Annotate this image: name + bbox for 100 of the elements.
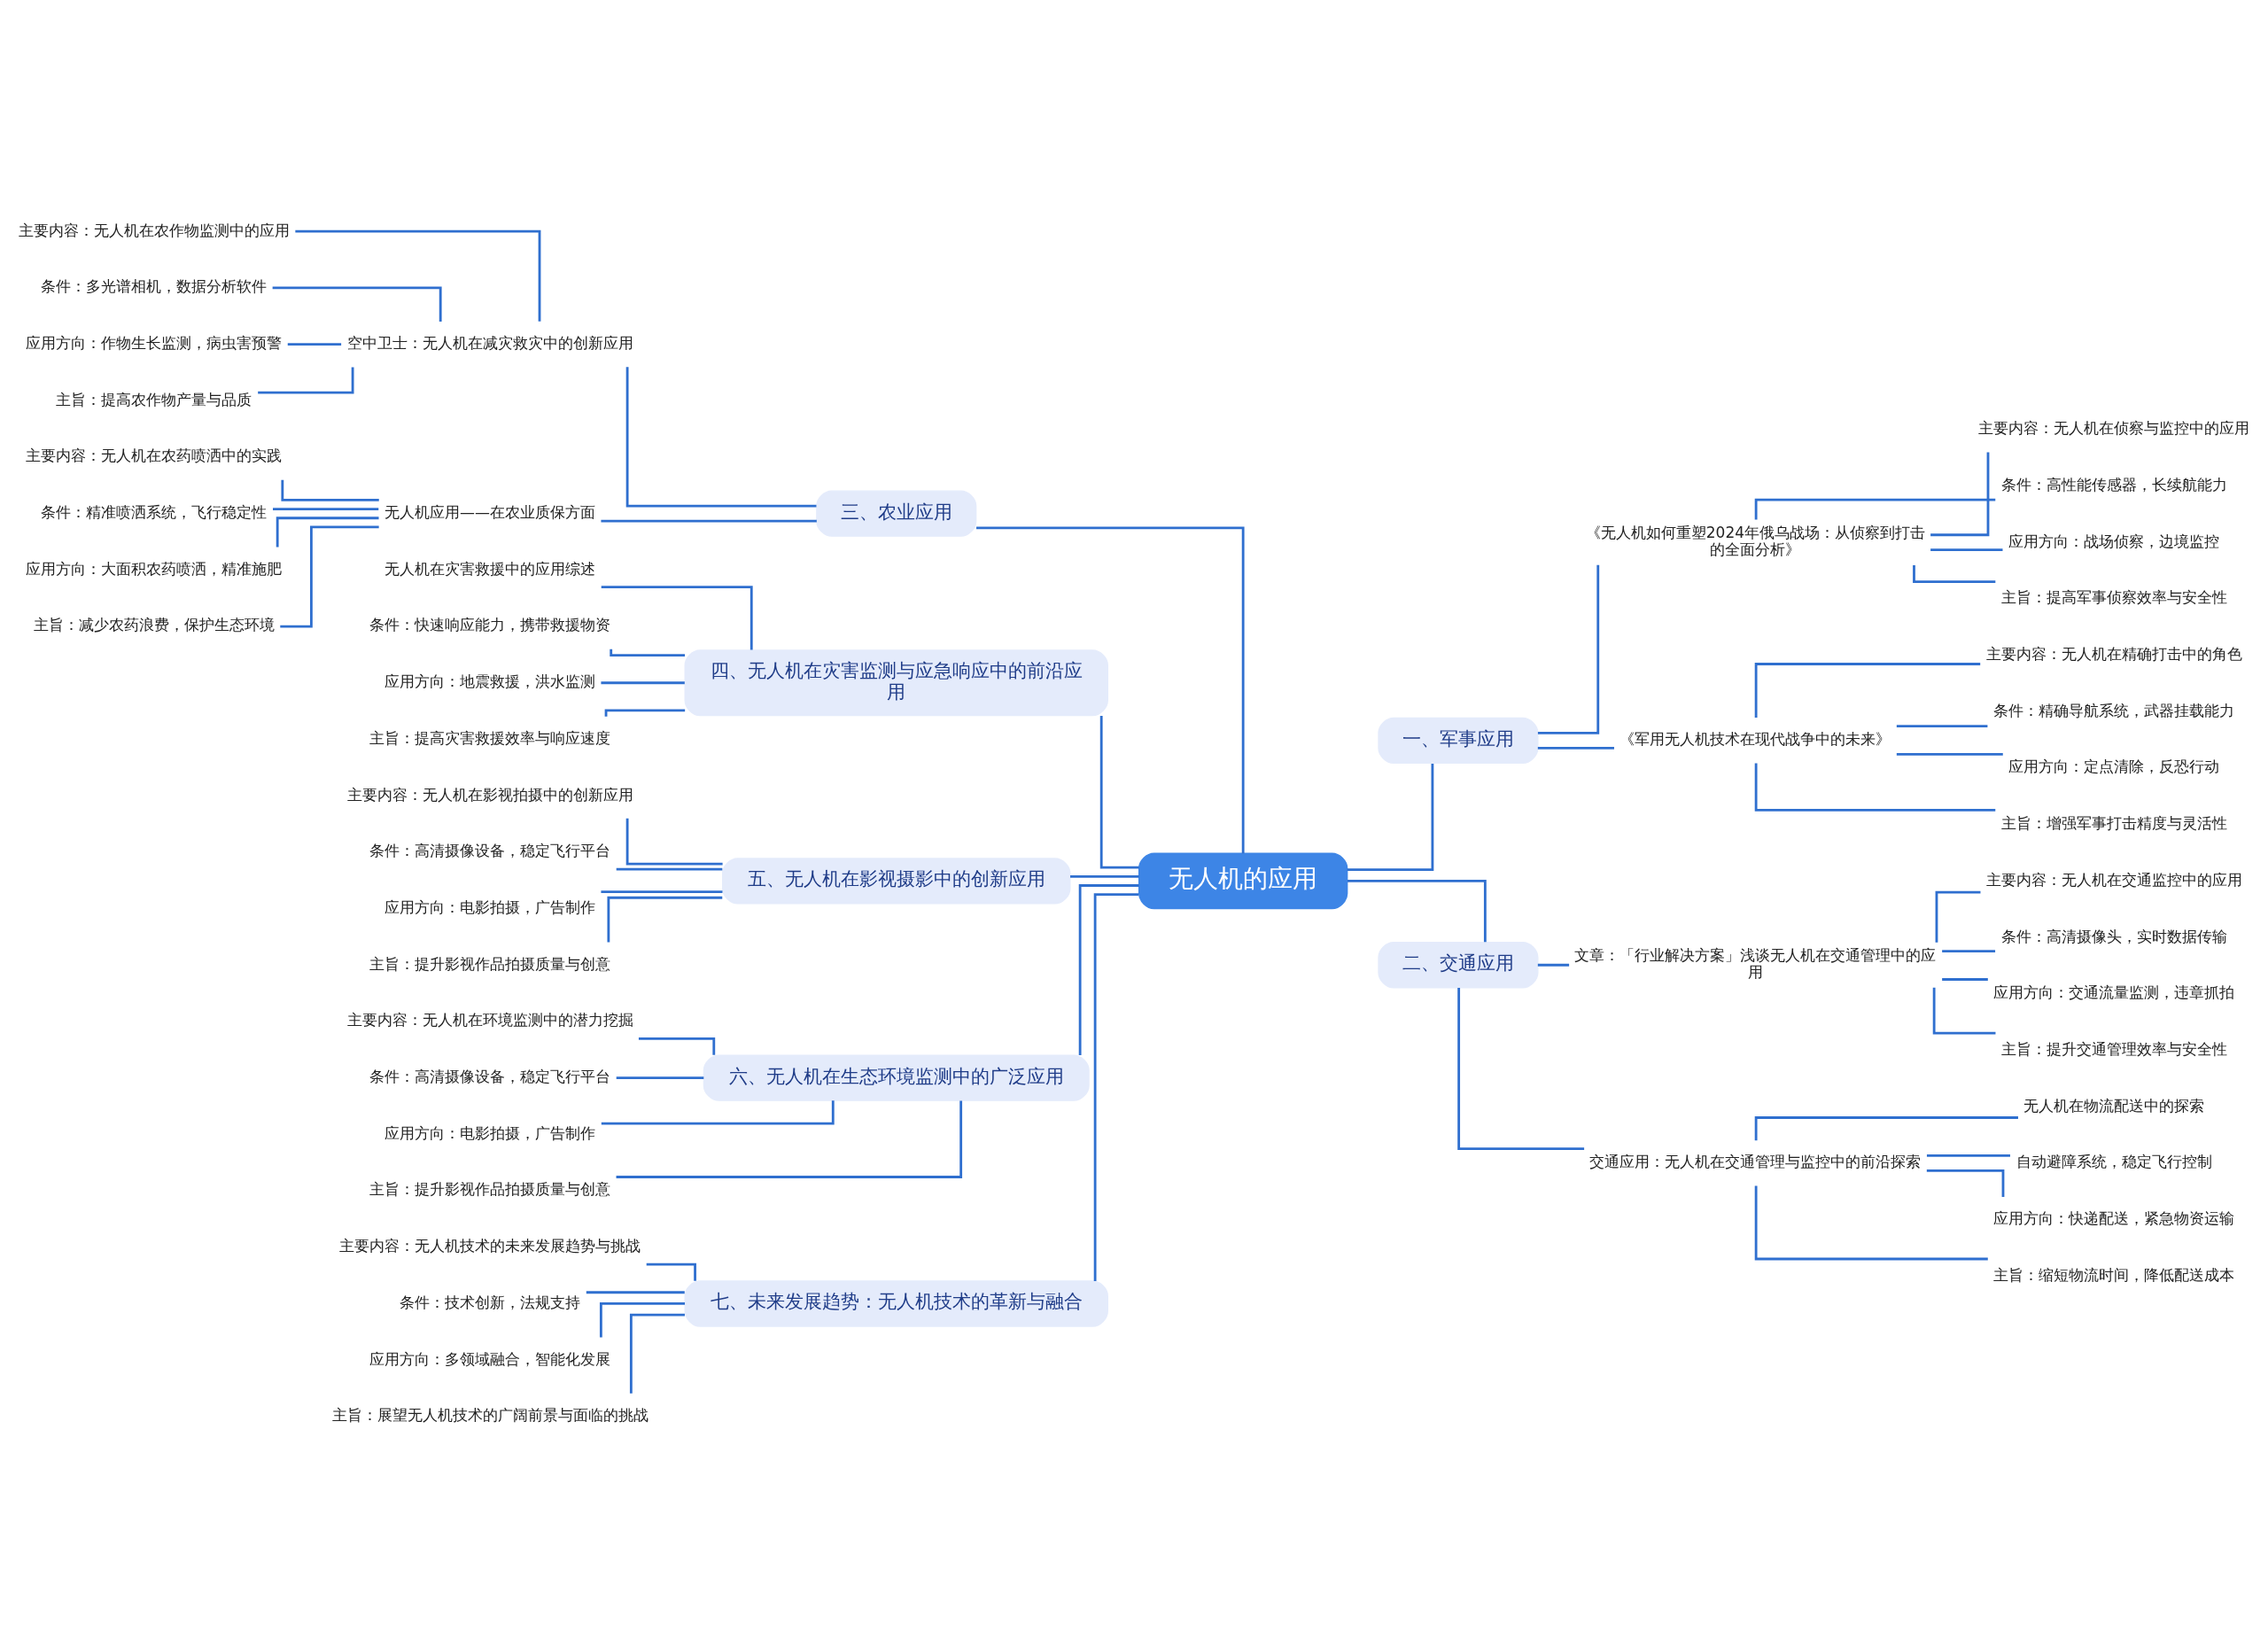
node-box: 七、未来发展趋势：无人机技术的革新与融合 bbox=[684, 1279, 1108, 1327]
node-text: 应用方向：电影拍摄，广告制作 bbox=[384, 897, 596, 916]
node-text: 文章：「行业解决方案」浅谈无人机在交通管理中的应用 bbox=[1574, 945, 1937, 981]
connector bbox=[1093, 892, 1139, 1281]
connector bbox=[1348, 879, 1487, 942]
connector bbox=[638, 1037, 716, 1055]
node-text: 应用方向：电影拍摄，广告制作 bbox=[384, 1123, 596, 1142]
connector bbox=[646, 1262, 696, 1281]
connector bbox=[616, 867, 723, 871]
node-text: 主要内容：无人机在精确打击中的角色 bbox=[1985, 644, 2242, 663]
node-text: 应用方向：定点清除，反恐行动 bbox=[2008, 757, 2220, 775]
node-text: 条件：技术创新，法规支持 bbox=[400, 1293, 581, 1311]
node-text: 无人机在物流配送中的探索 bbox=[2023, 1096, 2205, 1115]
node-text: 应用方向：作物生长监测，病虫害预警 bbox=[26, 333, 283, 352]
connector bbox=[1926, 1154, 2010, 1157]
node-text: 《军用无人机技术在现代战争中的未来》 bbox=[1619, 729, 1891, 748]
connector bbox=[276, 516, 379, 547]
connector bbox=[1932, 987, 1996, 1035]
connector bbox=[616, 1100, 963, 1178]
connector bbox=[1537, 564, 1600, 734]
node-text: 主旨：提高军事侦察效率与安全性 bbox=[2000, 587, 2227, 606]
node-text: 主旨：提升影视作品拍摄质量与创意 bbox=[369, 1179, 611, 1198]
connector bbox=[273, 507, 379, 510]
node-text: 主要内容：无人机在侦察与监控中的应用 bbox=[1978, 418, 2250, 437]
connector bbox=[1537, 963, 1570, 967]
node-text: 条件：高清摄像头，实时数据传输 bbox=[2000, 927, 2227, 944]
node-text: 条件：快速响应能力，携带救援物资 bbox=[369, 615, 611, 633]
node-box: 六、无人机在生态环境监测中的广泛应用 bbox=[703, 1053, 1090, 1101]
connector bbox=[616, 1076, 704, 1079]
connector bbox=[610, 649, 686, 656]
node-text: 应用方向：大面积农药喷洒，精准施肥 bbox=[26, 559, 283, 578]
connector bbox=[1935, 890, 1981, 943]
node-box: 一、军事应用 bbox=[1378, 717, 1539, 764]
node-box: 五、无人机在影视摄影中的创新应用 bbox=[722, 857, 1071, 905]
node-text: 应用方向：多领域融合，智能化发展 bbox=[369, 1349, 611, 1368]
node-text: 空中卫士：无人机在减灾救灾中的创新应用 bbox=[346, 333, 633, 352]
connector bbox=[1942, 977, 1988, 981]
connector bbox=[625, 818, 723, 865]
node-text: 主要内容：无人机在农药喷洒中的实践 bbox=[26, 446, 283, 464]
connector bbox=[1457, 987, 1585, 1150]
node-text: 应用方向：快递配送，紧急物资运输 bbox=[1993, 1208, 2235, 1227]
connector bbox=[295, 229, 541, 322]
node-text: 自动避障系统，稳定飞行控制 bbox=[2016, 1152, 2212, 1170]
connector bbox=[601, 890, 723, 893]
node-text: 无人机应用——在农业质保方面 bbox=[384, 502, 596, 521]
connector bbox=[586, 1290, 685, 1294]
connector bbox=[1926, 1169, 2005, 1197]
connector bbox=[604, 708, 686, 717]
connector bbox=[1754, 763, 1996, 812]
node-text: 条件：高清摄像设备，稳定飞行平台 bbox=[369, 841, 611, 859]
connector bbox=[1896, 752, 2003, 756]
node-text: 条件：精确导航系统，武器挂载能力 bbox=[1993, 701, 2235, 719]
node-text: 条件：多光谱相机，数据分析软件 bbox=[41, 276, 268, 295]
node-text: 主旨：减少农药浪费，保护生态环境 bbox=[33, 615, 275, 633]
connector bbox=[601, 1099, 835, 1124]
connector bbox=[601, 519, 817, 523]
connector bbox=[1913, 564, 1996, 583]
node-text: 交通应用：无人机在交通管理与监控中的前沿探索 bbox=[1589, 1152, 1922, 1170]
connector bbox=[1754, 1185, 1988, 1260]
node-text: 主旨：提升交通管理效率与安全性 bbox=[2000, 1039, 2227, 1058]
node-box: 二、交通应用 bbox=[1378, 941, 1539, 988]
node-box: 无人机的应用 bbox=[1138, 852, 1348, 909]
node-text: 主要内容：无人机在环境监测中的潜力挖掘 bbox=[346, 1010, 633, 1029]
connector bbox=[1754, 662, 1981, 718]
node-text: 主要内容：无人机在农作物监测中的应用 bbox=[18, 221, 290, 239]
connector bbox=[1930, 452, 1990, 536]
connector bbox=[1347, 763, 1434, 871]
node-text: 主旨：展望无人机技术的广阔前景与面临的挑战 bbox=[331, 1405, 649, 1424]
node-text: 条件：高性能传感器，长续航能力 bbox=[2000, 475, 2227, 493]
connector bbox=[258, 367, 354, 393]
connector bbox=[1070, 874, 1139, 878]
connector bbox=[1896, 724, 1988, 727]
node-text: 《无人机如何重塑2024年俄乌战场：从侦察到打击的全面分析》 bbox=[1585, 523, 1926, 558]
node-text: 主要内容：无人机在交通监控中的应用 bbox=[1985, 870, 2242, 889]
node-box: 三、农业应用 bbox=[816, 489, 977, 537]
connector bbox=[629, 1313, 685, 1394]
node-text: 主要内容：无人机技术的未来发展趋势与挑战 bbox=[339, 1236, 641, 1255]
connector bbox=[1537, 746, 1614, 750]
node-text: 主旨：提升影视作品拍摄质量与创意 bbox=[369, 954, 611, 973]
connector bbox=[601, 585, 753, 650]
connector bbox=[272, 285, 442, 322]
node-text: 主旨：提高灾害救援效率与响应速度 bbox=[369, 728, 611, 747]
connector bbox=[287, 342, 342, 346]
connector bbox=[601, 680, 685, 684]
connector bbox=[976, 526, 1245, 853]
node-text: 应用方向：交通流量监测，违章抓拍 bbox=[1993, 983, 2235, 1001]
node-text: 主要内容：无人机在影视拍摄中的创新应用 bbox=[346, 785, 633, 804]
node-text: 条件：高清摄像设备，稳定飞行平台 bbox=[369, 1067, 611, 1085]
node-text: 主旨：提高农作物产量与品质 bbox=[56, 390, 252, 408]
connector bbox=[1754, 1115, 2018, 1140]
node-text: 条件：精准喷洒系统，飞行稳定性 bbox=[41, 502, 268, 521]
connector bbox=[1078, 883, 1139, 1055]
connector bbox=[625, 366, 817, 508]
node-text: 应用方向：地震救援，洪水监测 bbox=[384, 672, 596, 690]
node-text: 主旨：增强军事打击精度与灵活性 bbox=[2000, 813, 2227, 832]
node-text: 主旨：缩短物流时间，降低配送成本 bbox=[1993, 1265, 2235, 1284]
connector bbox=[281, 479, 379, 501]
connector bbox=[1942, 949, 1996, 952]
connector bbox=[1930, 548, 2003, 551]
node-text: 应用方向：战场侦察，边境监控 bbox=[2008, 532, 2220, 550]
